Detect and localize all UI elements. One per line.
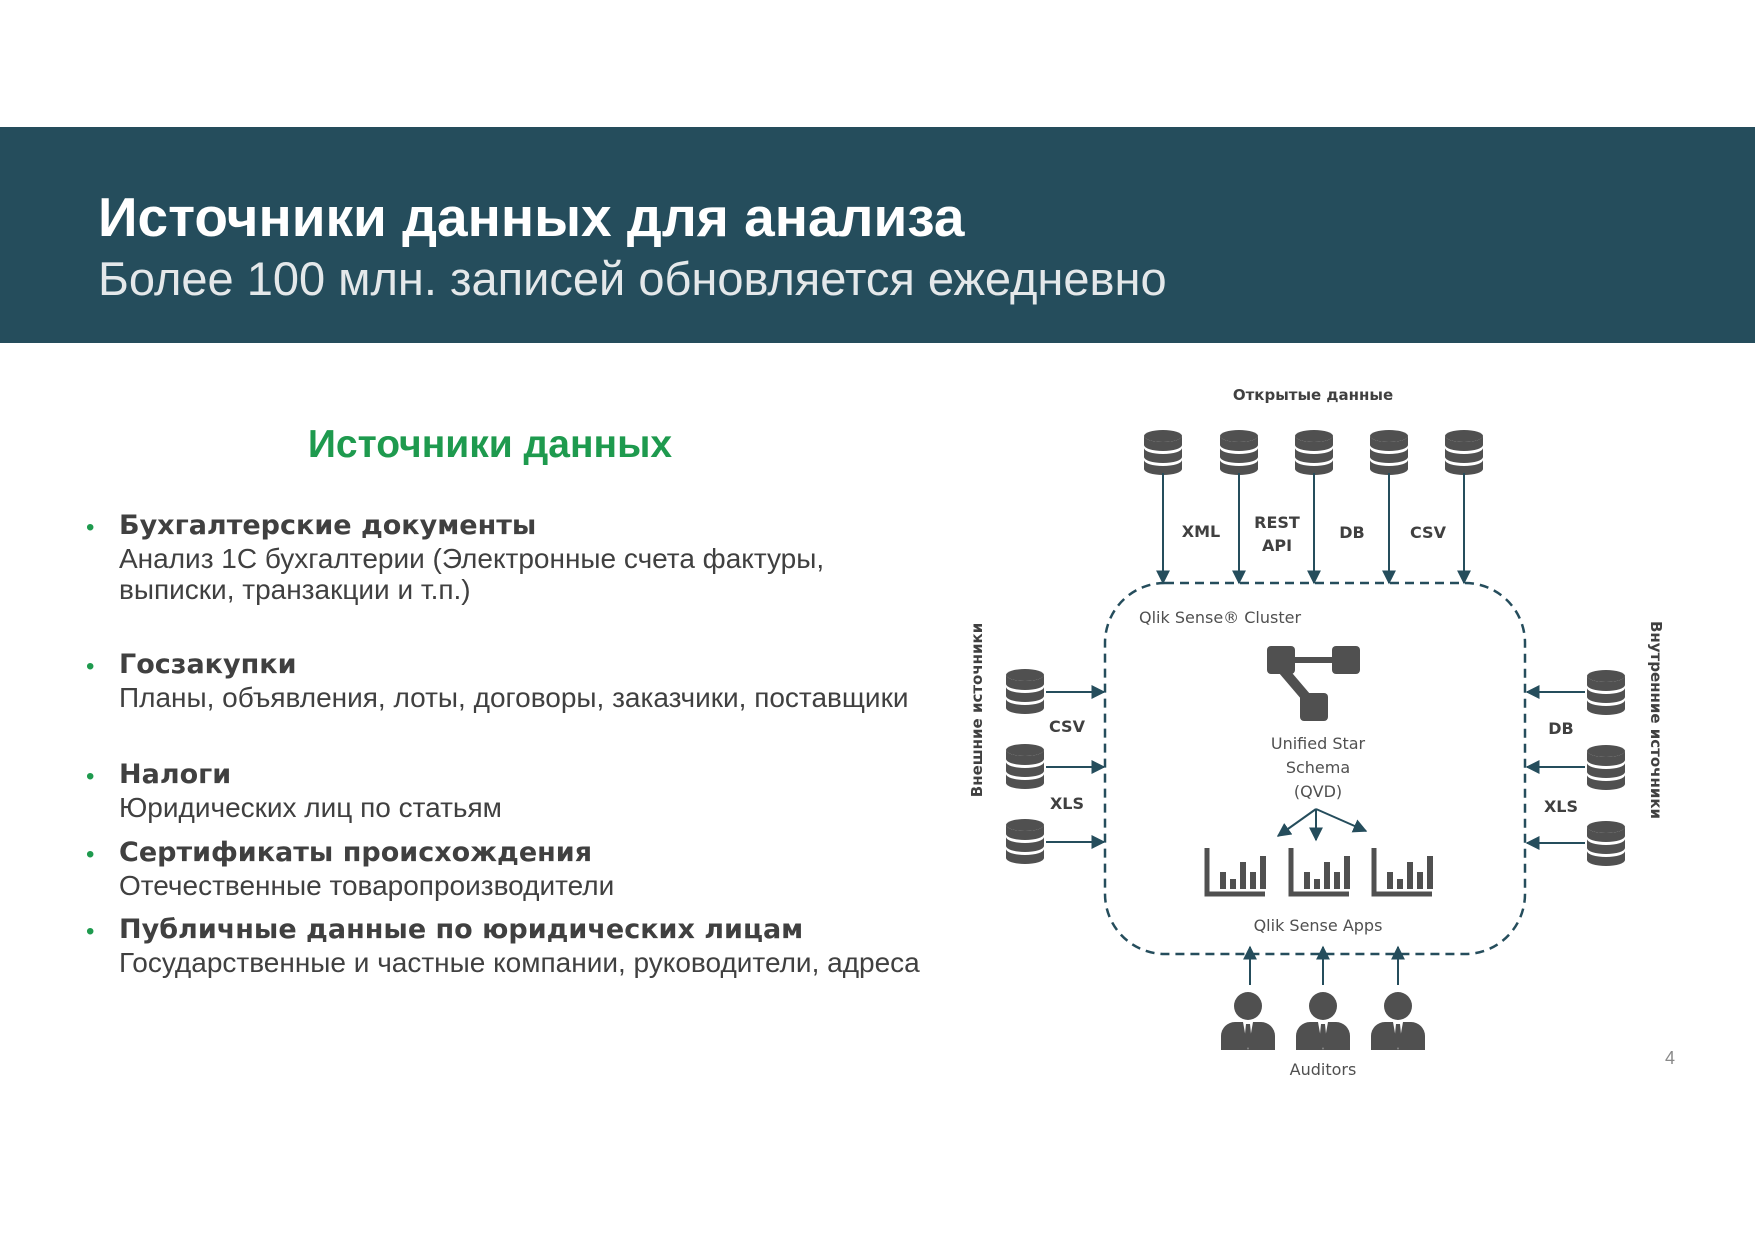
app-chart-icon: [1207, 848, 1266, 894]
schema-label: (QVD): [1294, 782, 1342, 801]
source-title: Бухгалтерские документы: [119, 510, 537, 541]
architecture-diagram: Открытые данные XML REST API DB CSV Qlik…: [968, 386, 1665, 1079]
database-icon: [1587, 670, 1625, 715]
title-banner: [0, 127, 1755, 343]
bullet-icon: •: [86, 841, 95, 868]
auditor-icon: [1221, 992, 1275, 1050]
database-icon: [1006, 744, 1044, 789]
page-title: Источники данных для анализа: [98, 186, 965, 248]
database-icon: [1006, 669, 1044, 714]
database-icon: [1220, 430, 1258, 475]
database-icon: [1445, 430, 1483, 475]
format-label: DB: [1548, 719, 1573, 738]
database-icon: [1006, 819, 1044, 864]
bullet-icon: •: [86, 653, 95, 680]
apps-label: Qlik Sense Apps: [1254, 916, 1383, 935]
format-label: XLS: [1050, 794, 1084, 813]
sources-heading: Источники данных: [307, 423, 673, 466]
database-icon: [1587, 821, 1625, 866]
source-description: Юридических лиц по статьям: [119, 792, 502, 823]
bullet-icon: •: [86, 763, 95, 790]
source-description: Отечественные товаропроизводители: [119, 870, 615, 901]
format-label: DB: [1339, 523, 1364, 542]
source-title: Публичные данные по юридических лицам: [119, 914, 804, 945]
format-label: REST: [1254, 513, 1300, 532]
source-description: Планы, объявления, лоты, договоры, заказ…: [119, 682, 909, 713]
source-description: Анализ 1С бухгалтерии (Электронные счета…: [119, 543, 825, 605]
auditors-label: Auditors: [1290, 1060, 1357, 1079]
schema-label: Unified Star: [1271, 734, 1366, 753]
auditor-icon: [1296, 992, 1350, 1050]
page-number: 4: [1665, 1048, 1676, 1068]
source-description: Государственные и частные компании, руко…: [119, 947, 920, 978]
bullet-icon: •: [86, 918, 95, 945]
database-icon: [1295, 430, 1333, 475]
schema-label: Schema: [1286, 758, 1350, 777]
source-title: Налоги: [119, 759, 232, 790]
format-label: XML: [1182, 522, 1220, 541]
page-subtitle: Более 100 млн. записей обновляется ежедн…: [98, 252, 1167, 305]
app-chart-icon: [1374, 848, 1433, 894]
format-label: API: [1262, 536, 1292, 555]
auditor-icon: [1371, 992, 1425, 1050]
source-title: Сертификаты происхождения: [119, 837, 593, 868]
format-label: CSV: [1410, 523, 1447, 542]
external-sources-label: Внешние источники: [968, 623, 986, 797]
bullet-icon: •: [86, 514, 95, 541]
internal-sources-label: Внутренние источники: [1647, 621, 1665, 819]
database-icon: [1144, 430, 1182, 475]
cluster-label: Qlik Sense® Cluster: [1139, 608, 1301, 627]
open-data-label: Открытые данные: [1233, 386, 1393, 404]
database-icon: [1370, 430, 1408, 475]
format-label: CSV: [1049, 717, 1086, 736]
database-icon: [1587, 745, 1625, 790]
star-schema-icon: [1267, 646, 1360, 721]
source-title: Госзакупки: [119, 649, 297, 680]
format-label: XLS: [1544, 797, 1578, 816]
app-chart-icon: [1291, 848, 1350, 894]
cluster-boundary: [1103, 581, 1527, 956]
